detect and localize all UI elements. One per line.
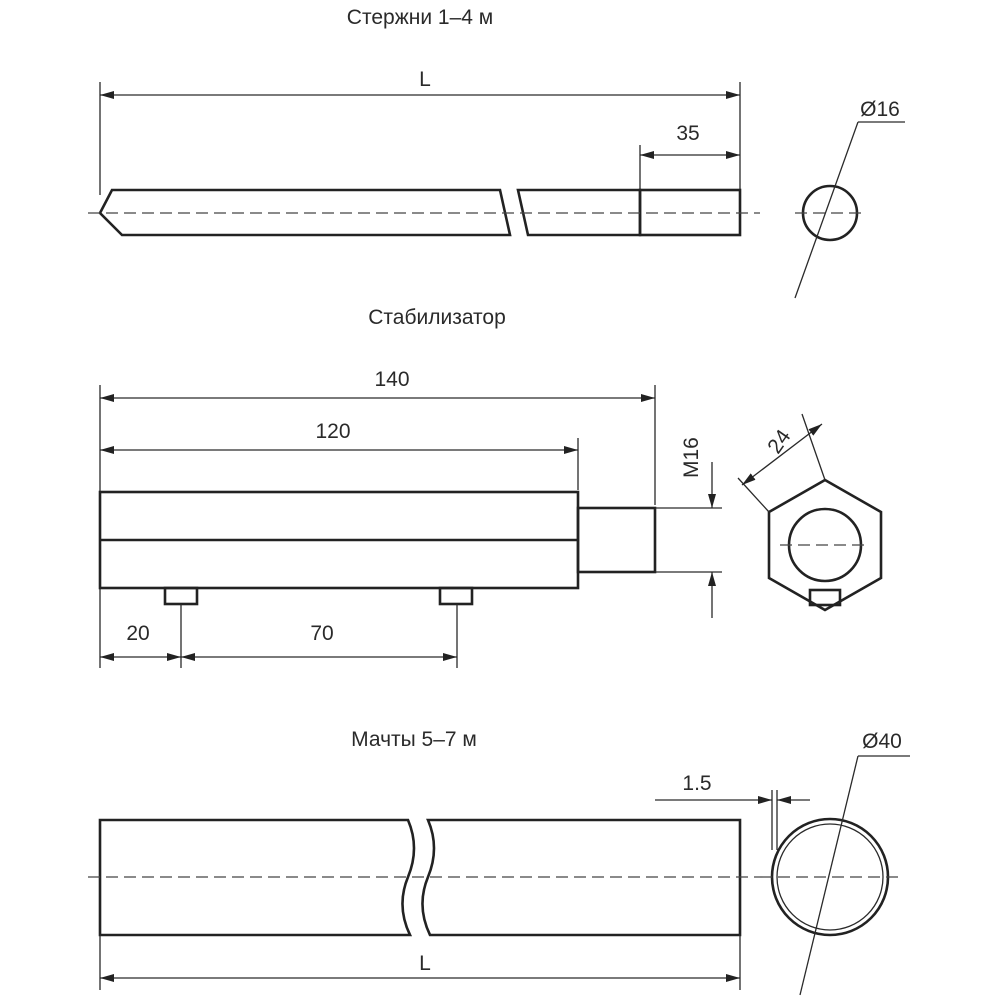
peg-right — [438, 586, 474, 606]
peg-offset: 20 — [126, 622, 149, 645]
hex-size: 24 — [763, 425, 795, 458]
peg-left — [163, 586, 199, 606]
rod-section-circle — [801, 184, 859, 242]
stabilizer-section: Стабилизатор 140 120 M16 20 70 24 — [98, 306, 883, 668]
stabilizer-total-length: 140 — [374, 368, 409, 391]
mast-wall: 1.5 — [682, 772, 711, 795]
hex-size-dimension — [741, 423, 823, 486]
stabilizer-body-length: 120 — [315, 420, 350, 443]
stabilizer-thread-label: M16 — [680, 437, 703, 478]
hex-peg — [808, 588, 842, 607]
rod-title: Стержни 1–4 м — [347, 6, 493, 29]
mast-section-inner — [776, 823, 884, 931]
stabilizer-thread — [576, 506, 657, 574]
mast-title: Мачты 5–7 м — [351, 728, 477, 751]
diameter-leader — [794, 121, 859, 299]
rod-length-label: L — [419, 68, 431, 91]
mast-diameter: Ø40 — [862, 730, 902, 753]
rod-body-left — [98, 188, 512, 237]
extension-line — [737, 477, 770, 513]
stabilizer-title: Стабилизатор — [368, 306, 506, 329]
mast-body-right — [421, 818, 742, 937]
mast-body-left — [98, 818, 416, 937]
rod-diameter: Ø16 — [860, 98, 900, 121]
diameter-leader — [799, 755, 859, 996]
mast-length-label: L — [419, 952, 431, 975]
peg-spacing: 70 — [310, 622, 333, 645]
mast-section: Мачты 5–7 м L 1.5 Ø40 — [88, 728, 910, 996]
rod-thread-length: 35 — [676, 122, 699, 145]
rod-section: Стержни 1–4 м L 35 Ø16 — [88, 6, 905, 299]
